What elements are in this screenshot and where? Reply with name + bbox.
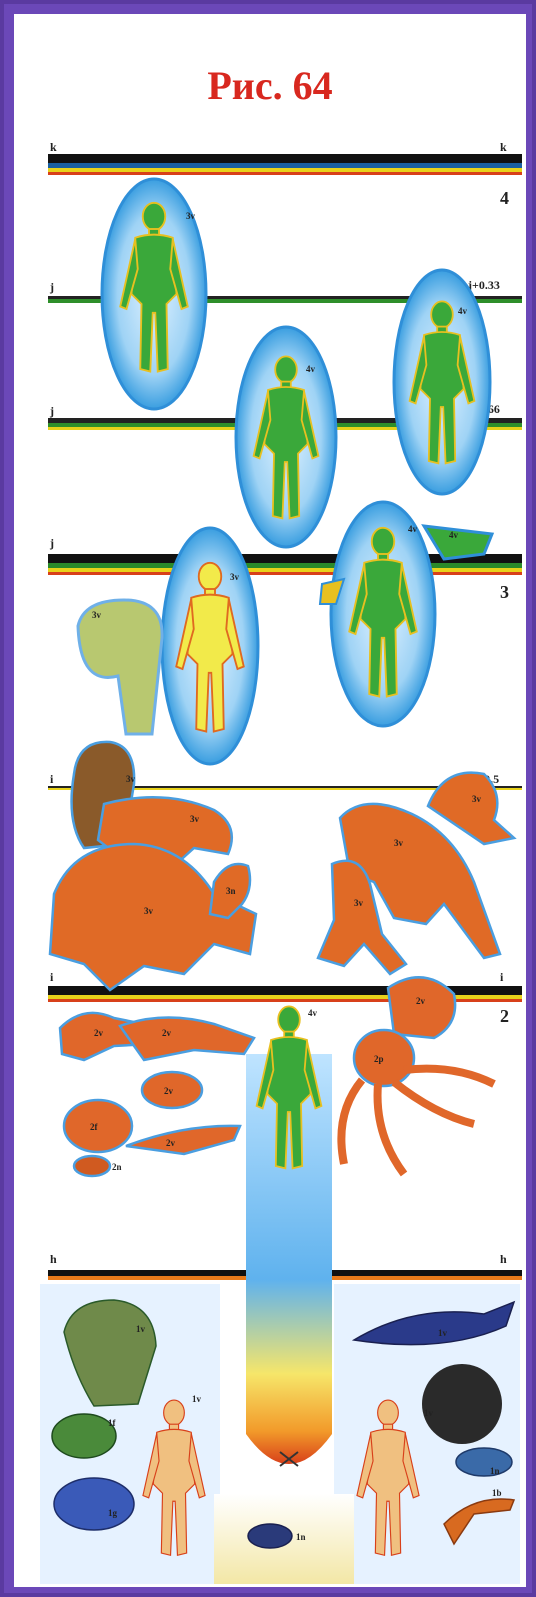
octopus-a: 2v (388, 977, 455, 1038)
tag-f6: 3v (230, 572, 240, 582)
tag-f3: 4v (458, 306, 468, 316)
tag-raptor: 3v (354, 898, 364, 908)
tag-center-fig: 4v (308, 1008, 318, 1018)
evolution-tube: 4v (246, 1006, 332, 1466)
tag-beetle-top: 2v (164, 1086, 174, 1096)
tag-woman-low: 1v (192, 1394, 202, 1404)
tag-frog: 1f (108, 1418, 117, 1428)
tag-f1: 3v (186, 211, 196, 221)
tag-bug: 2n (112, 1162, 122, 1172)
tag-dimetrodon: 3v (144, 906, 154, 916)
tag-lizard-a: 2v (94, 1028, 104, 1038)
tag-f2: 4v (306, 364, 316, 374)
tag-bottom-fish: 1g (108, 1508, 118, 1518)
tag-elephant-low: 1v (136, 1324, 146, 1334)
fish: 2f (64, 1100, 132, 1152)
lizard-b: 2v (120, 1017, 254, 1060)
tag-elephant: 3v (92, 610, 102, 620)
aura-figure-2: 4v (236, 327, 336, 547)
tag-fish: 2f (90, 1122, 99, 1132)
frame-border: Рис. 64 k k 4 j j+0.33 j j+0.66 j 3 i i+… (4, 4, 532, 1593)
tag-turtle: 1n (490, 1466, 500, 1476)
tag-lizard-low: 1b (492, 1488, 502, 1498)
tag-small-dino: 3n (226, 886, 236, 896)
octopus-b: 2p (341, 1030, 494, 1174)
tag-lion: 3v (190, 814, 200, 824)
illustration: 3v 4v 4v 4v 4v 3v 3v (14, 14, 526, 1587)
bottom-fish: 1g (54, 1478, 134, 1530)
shrimp: 2v (126, 1126, 240, 1154)
tag-gorilla: 1v (424, 1408, 434, 1418)
aura-figure-3: 4v (394, 270, 490, 494)
beetle-top: 2v (142, 1072, 202, 1108)
bug: 2n (74, 1156, 122, 1176)
gorilla: 1v (422, 1364, 502, 1444)
tag-whale: 1v (438, 1328, 448, 1338)
turtle: 1n (456, 1448, 512, 1476)
elephant-head: 3v (78, 600, 162, 734)
tag-f5: 4v (449, 530, 459, 540)
aura-figure-4: 4v 4v (320, 502, 492, 726)
frog: 1f (52, 1414, 117, 1458)
aura-figure-1: 3v (102, 179, 206, 409)
page: Рис. 64 k k 4 j j+0.33 j j+0.66 j 3 i i+… (14, 14, 526, 1587)
tag-bottom-beetle: 1n (296, 1532, 306, 1542)
tag-shrimp: 2v (166, 1138, 176, 1148)
tag-trex: 3v (394, 838, 404, 848)
tag-top-dino: 3v (472, 794, 482, 804)
tag-lizard-b: 2v (162, 1028, 172, 1038)
tag-octopus-b: 2p (374, 1054, 384, 1064)
tag-ape: 3v (126, 774, 136, 784)
aura-figure-yellow: 3v (162, 528, 258, 764)
tag-octopus-a: 2v (416, 996, 426, 1006)
tag-f4: 4v (408, 524, 418, 534)
